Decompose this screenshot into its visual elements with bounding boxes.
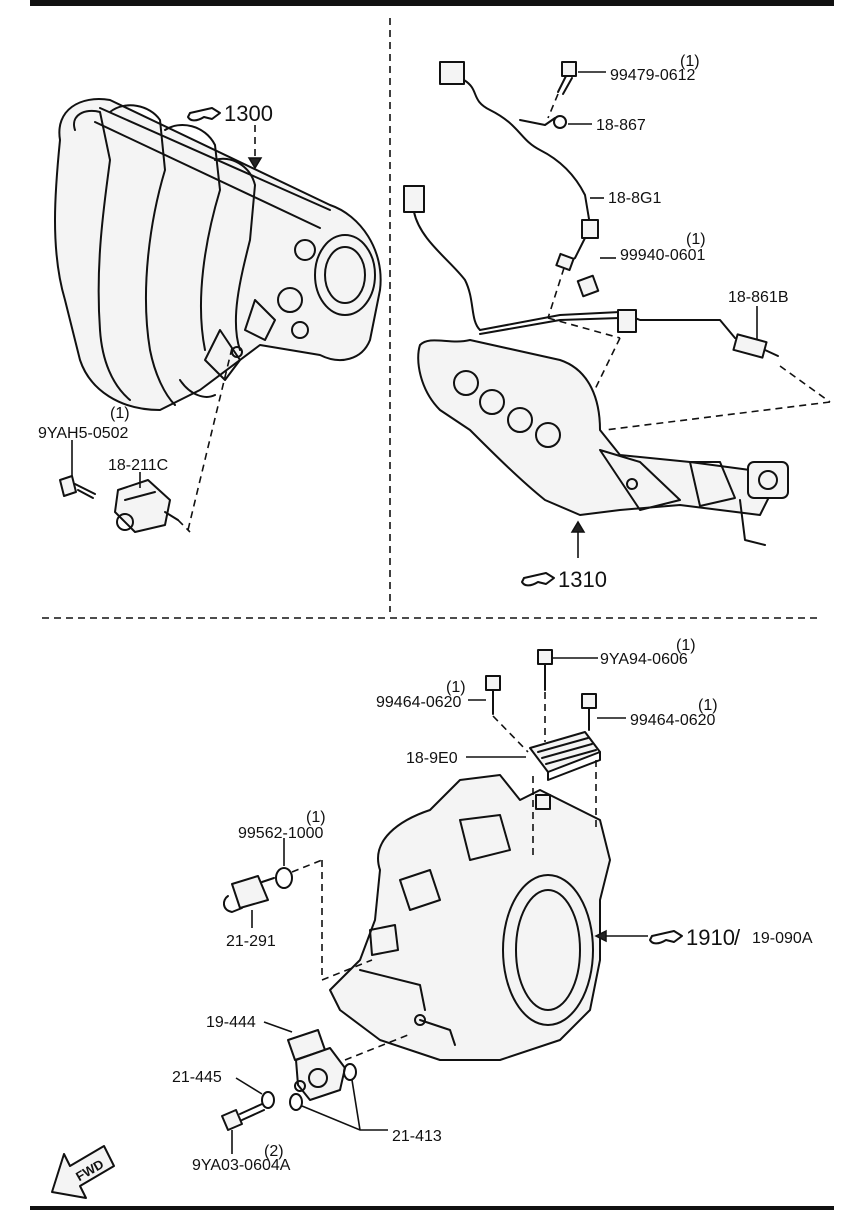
ref-19-090a-label: 19-090A	[752, 930, 813, 947]
bolt-99464-left-drawing	[485, 675, 501, 715]
intake-manifold-drawing	[54, 98, 382, 411]
part-9ya94-0606-qty: (1)	[676, 637, 696, 654]
part-18-867[interactable]: 18-867	[596, 117, 646, 134]
bolt-99464-right-drawing	[581, 693, 597, 731]
bottom-border	[30, 1206, 834, 1210]
part-18-861b[interactable]: 18-861B	[728, 289, 789, 306]
bolt-9yah5-drawing	[59, 475, 96, 499]
exhaust-manifold-drawing	[417, 339, 789, 546]
part-18-9e0[interactable]: 18-9E0	[406, 750, 458, 767]
pressure-switch-drawing	[222, 867, 293, 913]
pointing-hand-icon	[521, 572, 555, 587]
part-21-413[interactable]: 21-413	[392, 1128, 442, 1145]
washer-21-445	[261, 1091, 275, 1109]
part-9ya94-0606[interactable]: 9YA94-0606	[600, 651, 688, 668]
ref-1310-label: 1310	[558, 567, 607, 592]
part-21-445[interactable]: 21-445	[172, 1069, 222, 1086]
part-21-291[interactable]: 21-291	[226, 933, 276, 950]
part-18-8g1[interactable]: 18-8G1	[608, 190, 661, 207]
ref-1310[interactable]: 1310	[521, 567, 607, 592]
clip-18-867-drawing	[519, 115, 567, 129]
part-99479-0612-qty: (1)	[680, 53, 700, 70]
pointing-hand-icon	[187, 107, 221, 122]
range-switch-drawing	[287, 1029, 357, 1111]
pointing-hand-icon	[649, 930, 683, 945]
part-99464-0620-right[interactable]: 99464-0620	[630, 712, 716, 729]
bolt-9ya03-drawing	[221, 1103, 265, 1131]
fwd-arrow-icon: FWD	[51, 1145, 115, 1199]
part-19-444[interactable]: 19-444	[206, 1014, 256, 1031]
ref-1300-label: 1300	[224, 101, 273, 126]
part-9yah5-0502[interactable]: 9YAH5-0502	[38, 425, 129, 442]
ref-1300[interactable]: 1300	[187, 101, 273, 126]
map-sensor-drawing	[114, 479, 179, 533]
part-99479-0612[interactable]: 99479-0612	[610, 67, 696, 84]
part-99940-0601[interactable]: 99940-0601	[620, 247, 706, 264]
bolt-9ya94-drawing	[537, 649, 553, 691]
part-99940-0601-qty: (1)	[686, 231, 706, 248]
oxygen-sensor-harness-drawing	[439, 61, 599, 272]
part-99464-0620-right-qty: (1)	[698, 697, 718, 714]
ref-1910[interactable]: 1910 / 19-090A	[649, 925, 813, 950]
part-9ya03-0604a-qty: (2)	[264, 1143, 284, 1160]
part-99562-1000[interactable]: 99562-1000	[238, 825, 324, 842]
part-18-211c[interactable]: 18-211C	[108, 457, 168, 474]
top-border	[30, 0, 834, 6]
ref-separator: /	[734, 925, 741, 950]
ref-1910-label: 1910	[686, 925, 735, 950]
part-99464-0620-left-qty: (1)	[446, 679, 466, 696]
rear-oxygen-sensor-drawing	[403, 185, 779, 359]
part-9ya03-0604a[interactable]: 9YA03-0604A	[192, 1157, 291, 1174]
bolt-99479-drawing	[557, 61, 577, 95]
tcm-module-drawing	[529, 731, 601, 781]
part-99562-1000-qty: (1)	[306, 809, 326, 826]
part-9yah5-0502-qty: (1)	[110, 405, 130, 422]
part-99464-0620-left[interactable]: 99464-0620	[376, 694, 462, 711]
transaxle-case-drawing	[329, 774, 611, 1061]
